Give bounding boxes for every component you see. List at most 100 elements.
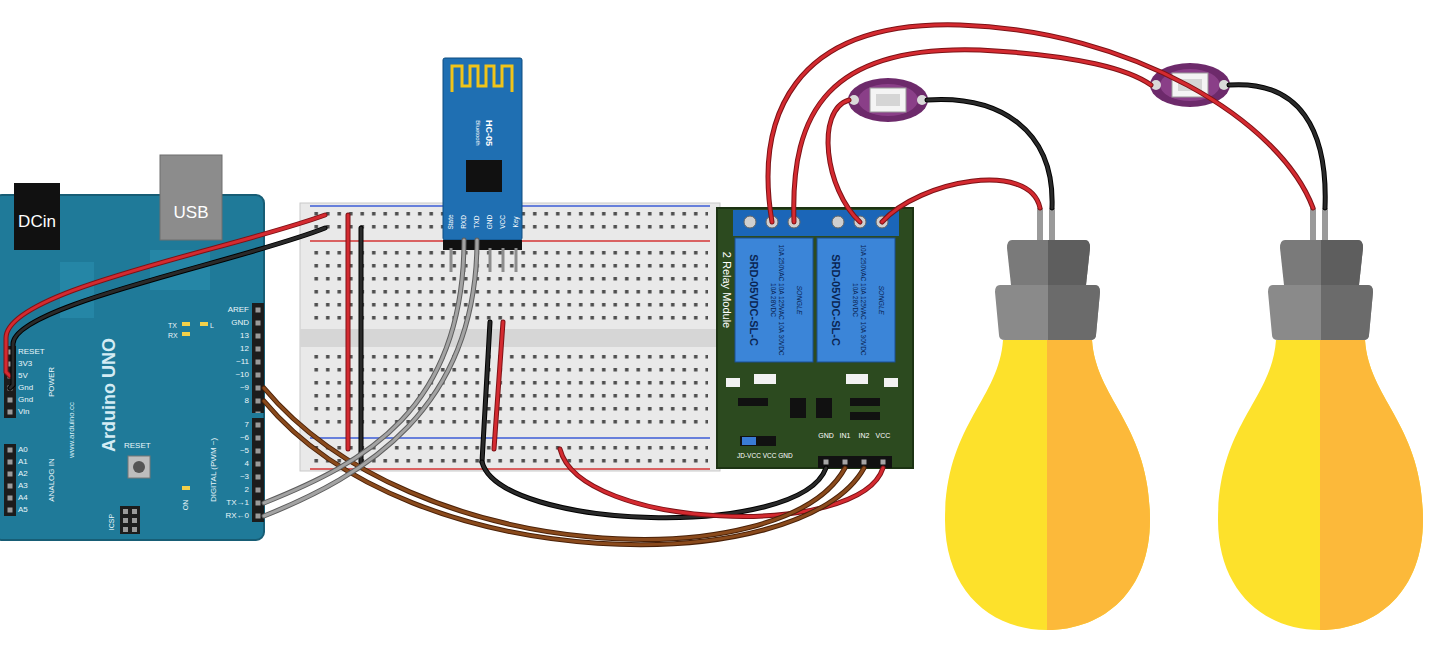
board-url: www.arduino.cc — [67, 402, 76, 458]
jack-label: DCin — [18, 212, 56, 231]
light-bulb — [1218, 208, 1423, 630]
pin-label: RESET — [18, 347, 45, 356]
led-board — [848, 78, 928, 122]
relay-rating: 10A 250VAC 10A 125VAC 10A 30VDC 10A 28VD… — [770, 244, 785, 355]
text-holder: TX — [168, 322, 177, 330]
pin-label: State — [447, 214, 454, 229]
pin-label: A0 — [18, 445, 28, 454]
board-label: TX — [168, 322, 177, 329]
text-holder: GND — [818, 432, 834, 440]
text-holder: ~10 — [235, 370, 249, 380]
arduino-board: Arduino UNOwww.arduino.ccDCinUSB — [0, 195, 264, 540]
text-holder: A1 — [18, 457, 28, 467]
text-holder: L — [210, 322, 214, 330]
pin-label: AREF — [228, 305, 249, 314]
pin-label: A2 — [18, 469, 28, 478]
pin-label: Gnd — [18, 395, 33, 404]
pin-label: A5 — [18, 505, 28, 514]
text-holder: AREF — [228, 305, 249, 315]
pin-label: IN1 — [840, 432, 851, 439]
board-label: L — [210, 322, 214, 329]
text-holder: Gnd — [18, 395, 33, 405]
text-holder: GND — [486, 215, 494, 229]
text-holder: 7 — [245, 420, 249, 430]
text-holder: A4 — [18, 493, 28, 503]
text-holder: ~6 — [240, 433, 249, 443]
text-holder: A0 — [18, 445, 28, 455]
text-holder: A5 — [18, 505, 28, 515]
text-holder: ~11 — [236, 357, 249, 367]
text-holder: IN1 — [840, 432, 851, 440]
board-label: ICSP — [108, 514, 115, 530]
text-holder: POWER — [47, 367, 57, 397]
wire-stroke — [264, 240, 477, 516]
text-holder: www.arduino.cc — [67, 402, 77, 458]
text-holder: GND — [231, 318, 249, 328]
pin-label: TXD — [473, 216, 480, 229]
relay: SRD-05VDC-SL-C10A 250VAC 10A 125VAC 10A … — [817, 238, 895, 362]
pin-label: Gnd — [18, 383, 33, 392]
pin-label: VCC — [499, 215, 506, 229]
text-holder: RX←0 — [225, 511, 249, 521]
wire — [6, 25, 1325, 518]
text-holder: Arduino UNO — [99, 338, 121, 452]
module-type: Bluetooth — [475, 120, 481, 145]
pin-label: GND — [486, 215, 493, 229]
text-holder: 10A 250VAC 10A 125VAC 10A 30VDC 10A 28VD… — [851, 244, 867, 356]
text-holder: 2 Relay Module — [719, 252, 732, 328]
pin-label: 4 — [245, 459, 249, 468]
relay-model: SRD-05VDC-SL-C — [748, 254, 760, 346]
pin-label: 7 — [245, 420, 249, 429]
dc-jack: DCin — [14, 183, 60, 250]
relay-brand: SONGLE — [878, 285, 885, 314]
light-bulb — [945, 208, 1150, 630]
wire-stroke — [264, 240, 477, 516]
pin-label: 12 — [240, 344, 249, 353]
text-holder: A2 — [18, 469, 28, 479]
text-holder: Vin — [18, 407, 29, 417]
pin-label: ~10 — [235, 370, 249, 379]
text-holder: Bluetooth — [473, 120, 480, 145]
pin-label: ~5 — [240, 446, 249, 455]
pin-label: 8 — [245, 396, 249, 405]
pin-label: Vin — [18, 407, 29, 416]
text-holder: TXD — [473, 216, 481, 229]
text-holder: DIGITAL (PWM ~) — [209, 438, 219, 502]
pin-label: A1 — [18, 457, 28, 466]
text-holder: HC-05 — [484, 120, 495, 146]
text-holder: ~9 — [240, 383, 249, 393]
text-holder: 3V3 — [18, 359, 32, 369]
pin-label: ~11 — [236, 357, 249, 366]
jumper-wire — [264, 240, 477, 516]
text-holder: ~3 — [240, 472, 249, 482]
text-holder: 13 — [240, 331, 249, 341]
text-holder: SONGLE — [795, 285, 803, 314]
text-holder: 10A 250VAC 10A 125VAC 10A 30VDC 10A 28VD… — [769, 244, 785, 356]
board-name: Arduino UNO — [99, 338, 119, 452]
text-holder: 2 — [245, 485, 249, 495]
text-holder: RESET — [18, 347, 45, 357]
text-holder: RESET — [124, 441, 151, 451]
pin-label: ~3 — [240, 472, 249, 481]
relay-module: 2 Relay ModuleSRD-05VDC-SL-C10A 250VAC 1… — [717, 208, 913, 468]
text-holder: TX→1 — [226, 498, 249, 508]
board-label: ON — [182, 500, 189, 511]
pin-label: 3V3 — [18, 359, 32, 368]
board-label: ANALOG IN — [47, 458, 56, 502]
text-holder: SRD-05VDC-SL-C — [746, 254, 759, 346]
pin-label: IN2 — [859, 432, 870, 439]
arduino-graphic — [0, 155, 264, 540]
module-name: HC-05 — [484, 120, 494, 146]
text-holder: 4 — [245, 459, 249, 469]
bluetooth-graphic — [443, 58, 522, 272]
board-label: JD-VCC VCC GND — [737, 452, 793, 459]
pin-label: ~9 — [240, 383, 249, 392]
text-holder: 8 — [245, 396, 249, 406]
text-holder: 5V — [18, 371, 28, 381]
pin-label: A3 — [18, 481, 28, 490]
text-holder: IN2 — [859, 432, 870, 440]
pin-label: Key — [512, 216, 519, 227]
